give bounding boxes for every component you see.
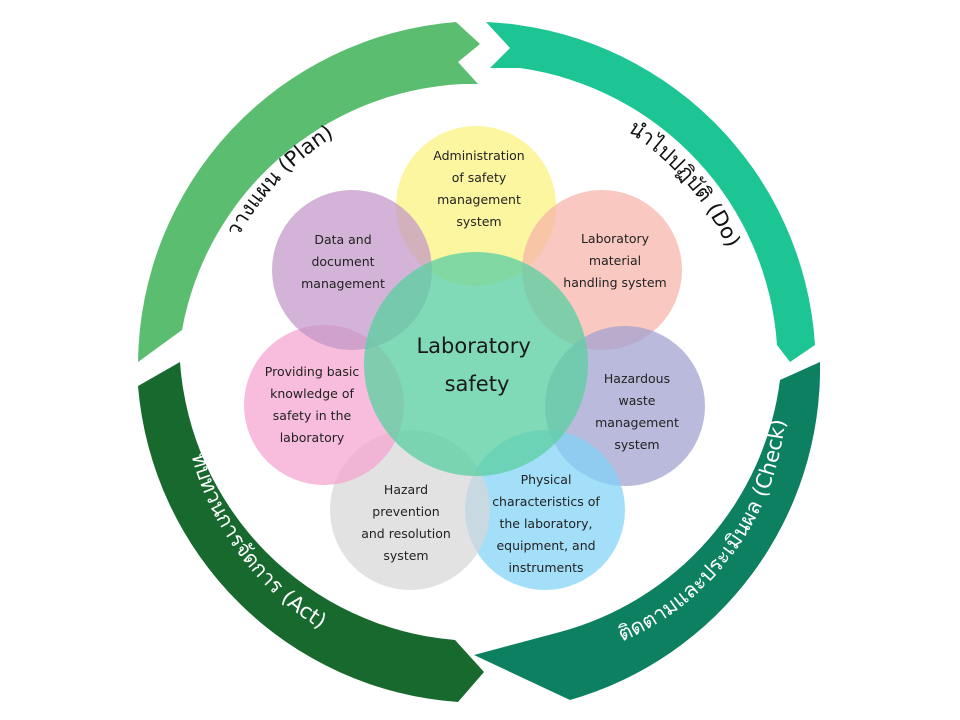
petal-label-line: system [614, 437, 659, 452]
act-arrow [138, 362, 484, 702]
petal-label-line: waste [619, 393, 656, 408]
petal-label-line: handling system [563, 275, 666, 290]
petal-label-line: Hazard [384, 482, 428, 497]
petal-label-line: and resolution [361, 526, 451, 541]
petal-label-line: Data and [314, 232, 371, 247]
petal-label-line: safety in the [273, 408, 352, 423]
petal-label-line: the laboratory, [499, 516, 592, 531]
center-title-line2: safety [445, 372, 510, 396]
petal-label-line: system [383, 548, 428, 563]
petal-label-line: of safety [452, 170, 507, 185]
center-title: Laboratory safety [416, 334, 537, 396]
petal-label-hazard-prevention: Hazard prevention and resolution system [361, 482, 451, 563]
petal-label-line: instruments [508, 560, 583, 575]
petal-label-line: Providing basic [265, 364, 360, 379]
petal-admin [396, 126, 556, 286]
petal-label-hazardous-waste: Hazardous waste management system [595, 371, 679, 452]
petal-basic-knowledge [244, 325, 404, 485]
petal-label-line: management [437, 192, 521, 207]
petal-label-line: document [311, 254, 374, 269]
petal-label-line: knowledge of [270, 386, 354, 401]
center-title-line1: Laboratory [416, 334, 530, 358]
plan-arrow [138, 22, 480, 362]
petal-label-line: Administration [433, 148, 524, 163]
petal-label-data-document: Data and document management [301, 232, 385, 291]
petal-label-material-handling: Laboratory material handling system [563, 231, 666, 290]
petal-label-line: Laboratory [581, 231, 650, 246]
petal-label-line: management [595, 415, 679, 430]
check-arrow [474, 362, 821, 700]
petal-label-admin: Administration of safety management system [433, 148, 524, 229]
petal-label-line: laboratory [280, 430, 345, 445]
petal-label-line: characteristics of [492, 494, 600, 509]
petal-label-line: prevention [372, 504, 439, 519]
petal-label-physical-characteristics: Physical characteristics of the laboratory… [492, 472, 600, 575]
petal-label-line: system [456, 214, 501, 229]
petal-label-line: Hazardous [604, 371, 670, 386]
petal-label-basic-knowledge: Providing basic knowledge of safety in the… [265, 364, 360, 445]
do-arrow [486, 22, 815, 362]
center-circle [364, 252, 588, 476]
petal-label-line: Physical [521, 472, 572, 487]
petal-label-line: equipment, and [496, 538, 595, 553]
petal-label-line: management [301, 276, 385, 291]
petal-label-line: material [589, 253, 641, 268]
